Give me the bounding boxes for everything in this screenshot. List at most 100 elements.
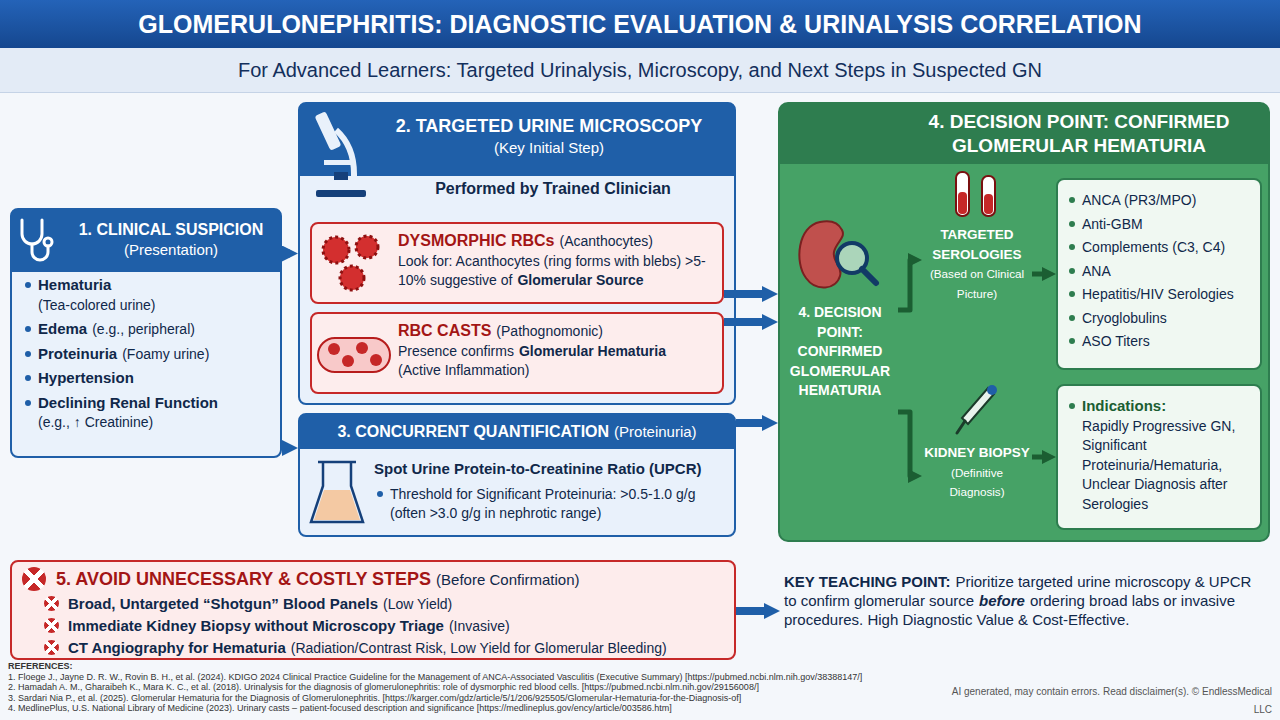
node-text: (Presentation) bbox=[124, 241, 218, 258]
text-row: ANA bbox=[1066, 261, 1252, 281]
node-text: (Invasive) bbox=[449, 618, 510, 634]
kidney-magnifier-icon bbox=[799, 221, 876, 287]
node-text: (Based on Clinical Picture) bbox=[930, 267, 1024, 300]
text-row: (e.g., ↑ Creatinine) bbox=[22, 412, 272, 432]
text-row: TARGETED SEROLOGIES bbox=[924, 224, 1030, 263]
node-text: TARGETED SEROLOGIES bbox=[932, 227, 1021, 262]
node-text: ANA bbox=[1082, 263, 1111, 279]
text-row: (Active Inflammation) bbox=[398, 360, 714, 380]
node-text: Hematuria bbox=[38, 276, 111, 293]
text-row: Proteinuria (Foamy urine) bbox=[22, 344, 272, 364]
indications-box: Indications: Rapidly Progressive GN, Sign… bbox=[1056, 384, 1262, 530]
text-row: Declining Renal Function bbox=[22, 393, 272, 413]
text-row: Hypertension bbox=[22, 368, 272, 388]
node-text: (Proteinuria) bbox=[614, 423, 697, 440]
text-row: Hepatitis/HIV Serologies bbox=[1066, 284, 1252, 304]
decision-label: 4. DECISION POINT: CONFIRMED GLOMERULAR … bbox=[782, 300, 898, 422]
text-row: 3. CONCURRENT QUANTIFICATION (Proteinuria… bbox=[308, 415, 726, 449]
node-text: (Acanthocytes) bbox=[559, 233, 652, 249]
text-row: 4. DECISION POINT: CONFIRMED GLOMERULAR … bbox=[784, 302, 896, 400]
node-text: Immediate Kidney Biopsy without Microsco… bbox=[68, 617, 444, 634]
text-row: Hematuria bbox=[22, 275, 272, 295]
node-text: (Radiation/Contrast Risk, Low Yield for … bbox=[291, 640, 667, 656]
node-text: (Pathognomonic) bbox=[496, 323, 603, 339]
dysmorphic-rbc-icon bbox=[323, 236, 378, 290]
dysmorphic-rbc-box: DYSMORPHIC RBCs(Acanthocytes)Look for: A… bbox=[310, 222, 724, 304]
node-text: RBC CASTS bbox=[398, 322, 491, 339]
node-text: Spot Urine Protein-to-Creatinine Ratio (… bbox=[374, 460, 702, 477]
text-row: Anti-GBM bbox=[1066, 214, 1252, 234]
rbc-cast-icon bbox=[318, 338, 390, 372]
node-text: Glomerular Source bbox=[517, 272, 643, 288]
rbc-cast-box: RBC CASTS (Pathognomonic) Presence confirm… bbox=[310, 312, 724, 394]
node-text: 1. CLINICAL SUSPICION bbox=[79, 221, 264, 238]
node-text: 4. DECISION POINT: CONFIRMED GLOMERULAR … bbox=[929, 111, 1230, 156]
text-row: (Key Initial Step) bbox=[300, 138, 734, 158]
title-bar: GLOMERULONEPHRITIS: DIAGNOSTIC EVALUATIO… bbox=[0, 0, 1280, 48]
disclaimer-text: AI generated, may contain errors. Read d… bbox=[952, 686, 1272, 715]
serologies-label: TARGETED SEROLOGIES (Based on Clinical Pi… bbox=[922, 222, 1032, 298]
node-text: Complements (C3, C4) bbox=[1082, 239, 1225, 255]
node-text: Indications: bbox=[1082, 397, 1166, 414]
node-text: (Definitive Diagnosis) bbox=[949, 466, 1004, 499]
text-row: Indications: bbox=[1066, 396, 1252, 416]
disclaimer-block: AI generated, may contain errors. Read d… bbox=[932, 681, 1272, 717]
node-text: (Low Yield) bbox=[383, 596, 452, 612]
flow-arrow bbox=[724, 290, 770, 298]
reference-entry: 3. Sardari Nia P., et al. (2025). Glomer… bbox=[8, 693, 923, 704]
reference-entry: 2. Hamadah A. M., Gharaibeh K., Mara K. … bbox=[8, 682, 923, 693]
serology-list-box: ANCA (PR3/MPO) Anti-GBM Complements (C3, C… bbox=[1056, 178, 1262, 370]
beaker-icon bbox=[311, 462, 363, 522]
node-text: ANCA (PR3/MPO) bbox=[1082, 192, 1196, 208]
microscopy-panel: 2. TARGETED URINE MICROSCOPY(Key Initial… bbox=[298, 102, 736, 405]
text-row: Cryoglobulins bbox=[1066, 308, 1252, 328]
subtitle-bar: For Advanced Learners: Targeted Urinalys… bbox=[0, 48, 1280, 93]
node-text: Declining Renal Function bbox=[38, 394, 218, 411]
text-row: 4. DECISION POINT: CONFIRMED GLOMERULAR … bbox=[780, 104, 1268, 158]
flow-arrow bbox=[282, 444, 290, 452]
flow-arrow bbox=[1032, 455, 1048, 460]
flow-arrow bbox=[736, 419, 770, 427]
text-row: Complements (C3, C4) bbox=[1066, 237, 1252, 257]
node-text: Cryoglobulins bbox=[1082, 310, 1167, 326]
reference-entry: 4. MedlinePlus, U.S. National Library of… bbox=[8, 703, 923, 714]
text-row: Threshold for Significant Proteinuria: >… bbox=[374, 484, 726, 523]
avoid-steps-box: 5. AVOID UNNECESSARY & COSTLY STEPS (Befo… bbox=[10, 560, 736, 660]
node-text: CT Angiography for Hematuria bbox=[68, 639, 286, 656]
node-text: Proteinuria bbox=[38, 345, 117, 362]
node-text: Rapidly Progressive GN, Significant Prot… bbox=[1082, 418, 1235, 512]
node-text: KIDNEY BIOPSY bbox=[924, 445, 1030, 460]
stethoscope-icon bbox=[22, 220, 52, 260]
text-row: RBC CASTS (Pathognomonic) bbox=[398, 321, 714, 341]
node-text: 3. CONCURRENT QUANTIFICATION bbox=[337, 423, 609, 440]
references-heading: REFERENCES: bbox=[8, 661, 923, 672]
text-row: Immediate Kidney Biopsy without Microsco… bbox=[44, 615, 724, 637]
node-text: Performed by Trained Clinician bbox=[435, 180, 671, 197]
text-row: Broad, Untargeted “Shotgun” Blood Panels… bbox=[44, 593, 724, 615]
node-text: (Before Confirmation) bbox=[436, 571, 579, 588]
microscope-icon bbox=[315, 111, 366, 197]
subtitle-text: For Advanced Learners: Targeted Urinalys… bbox=[238, 59, 1042, 81]
text-row: Presence confirms Glomerular Hematuria bbox=[398, 341, 714, 361]
node-text: Glomerular Hematuria bbox=[519, 343, 666, 359]
node-text: DYSMORPHIC RBCs bbox=[398, 232, 554, 249]
node-text: (e.g., peripheral) bbox=[92, 321, 195, 337]
text-row: KIDNEY BIOPSY bbox=[924, 442, 1030, 462]
flow-arrow bbox=[282, 250, 290, 258]
node-text: (e.g., ↑ Creatinine) bbox=[38, 414, 153, 430]
text-row: Edema (e.g., peripheral) bbox=[22, 319, 272, 339]
references-block: REFERENCES:1. Floege J., Jayne D. R. W.,… bbox=[8, 661, 923, 714]
node-text: 4. DECISION POINT: CONFIRMED GLOMERULAR … bbox=[790, 304, 890, 398]
biopsy-label: KIDNEY BIOPSY (Definitive Diagnosis) bbox=[922, 440, 1032, 512]
node-text: (Active Inflammation) bbox=[398, 362, 529, 378]
node-text: Hypertension bbox=[38, 369, 134, 386]
clinical-suspicion-box: 1. CLINICAL SUSPICION (Presentation) Hemat… bbox=[10, 208, 282, 458]
node-text: Presence confirms bbox=[398, 343, 514, 359]
node-text: 5. AVOID UNNECESSARY & COSTLY STEPS bbox=[56, 569, 431, 589]
flow-arrow bbox=[1032, 272, 1048, 277]
text-row: CT Angiography for Hematuria (Radiation/C… bbox=[44, 637, 724, 659]
text-row: DYSMORPHIC RBCs (Acanthocytes) bbox=[398, 231, 714, 251]
node-text: (Foamy urine) bbox=[122, 346, 209, 362]
node-text: Edema bbox=[38, 320, 87, 337]
